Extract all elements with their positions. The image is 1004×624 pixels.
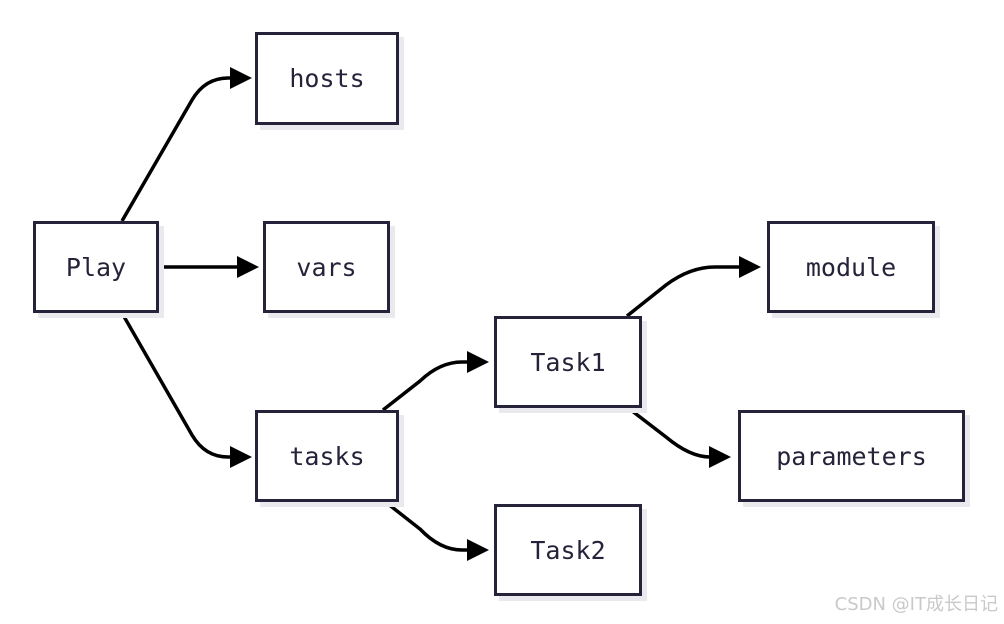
node-task2-label: Task2: [530, 535, 606, 565]
edge-tasks-task1: [381, 351, 489, 412]
node-tasks-label: tasks: [289, 441, 365, 471]
node-play-label: Play: [65, 252, 127, 282]
node-module-label: module: [805, 252, 897, 282]
node-parameters: parameters: [738, 410, 965, 502]
edge-tasks-task2: [381, 498, 489, 561]
edge-task1-module: [625, 256, 761, 318]
node-play: Play: [33, 221, 159, 313]
node-vars: vars: [263, 221, 390, 313]
node-module: module: [767, 221, 935, 313]
edge-play-hosts: [120, 67, 252, 222]
node-tasks: tasks: [255, 410, 399, 502]
node-parameters-label: parameters: [776, 441, 927, 471]
node-task1: Task1: [494, 316, 642, 408]
edge-task1-parameters: [625, 405, 731, 468]
node-task1-label: Task1: [530, 347, 606, 377]
node-task2: Task2: [494, 504, 642, 596]
watermark: CSDN @IT成长日记: [834, 594, 998, 615]
node-hosts-label: hosts: [289, 64, 365, 93]
node-hosts: hosts: [255, 32, 399, 125]
edge-play-tasks: [120, 312, 252, 468]
node-vars-label: vars: [296, 252, 357, 282]
